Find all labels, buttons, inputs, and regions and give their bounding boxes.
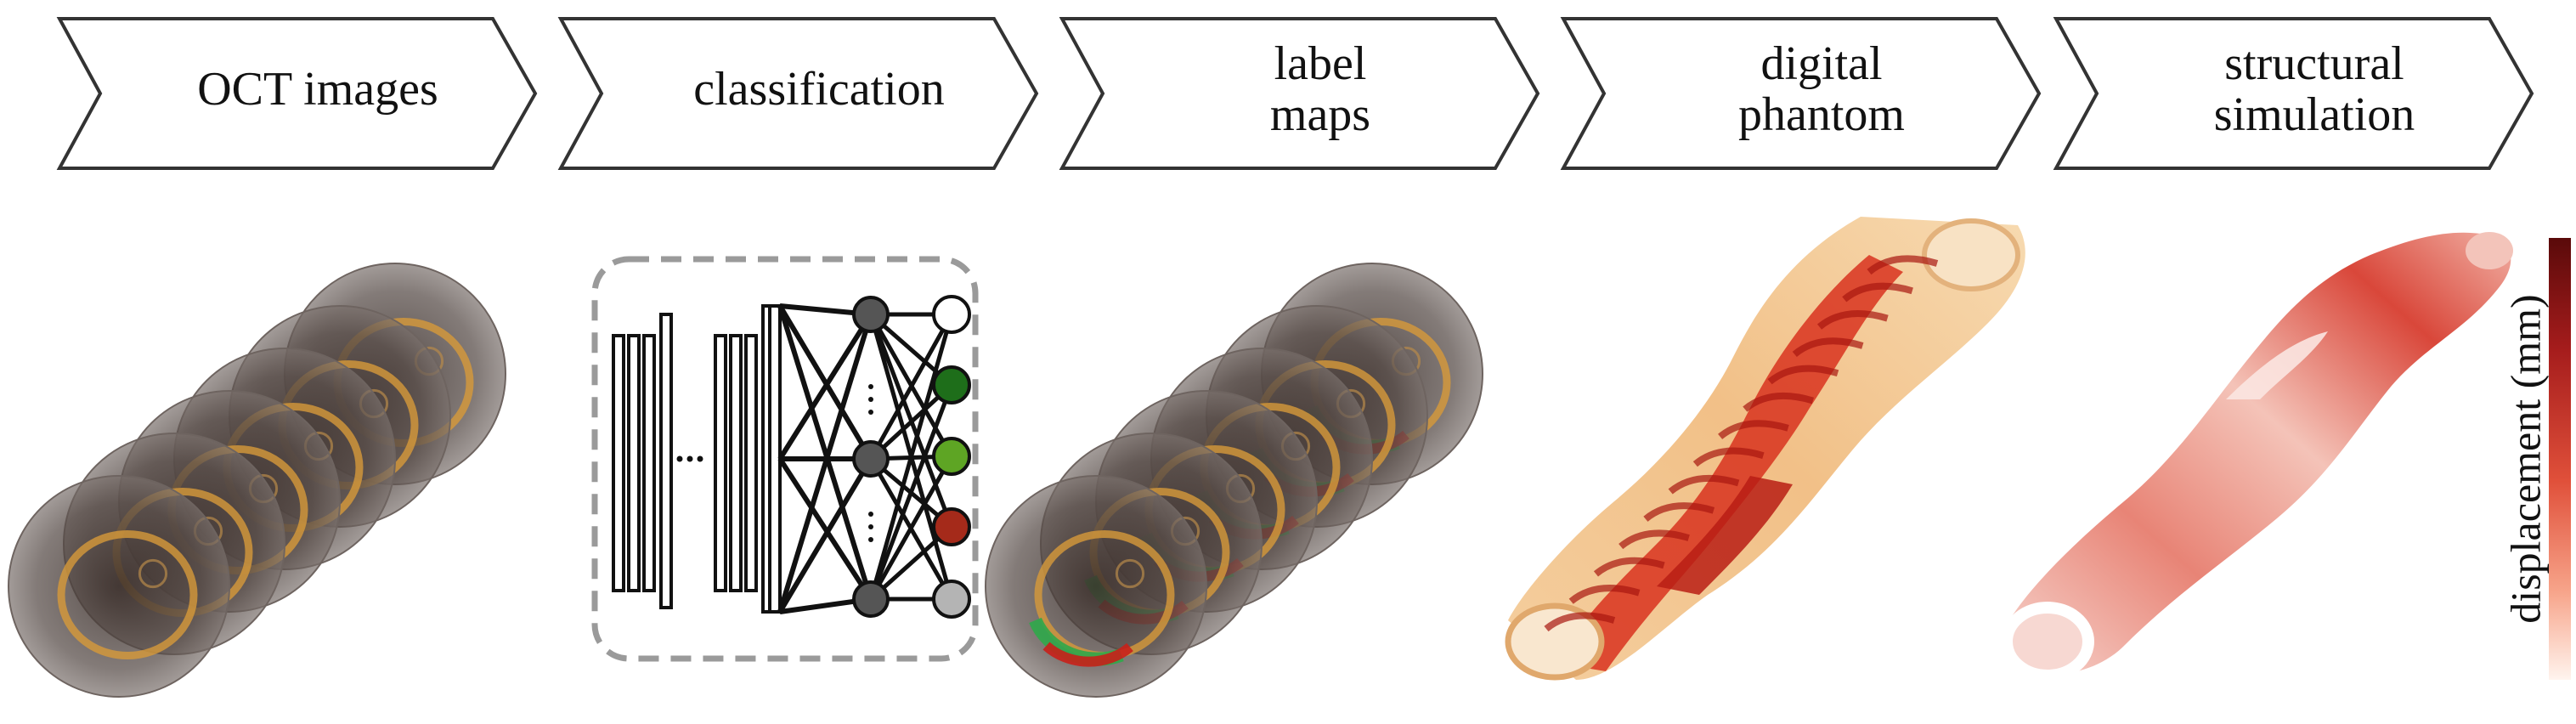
ellipsis-dot [868, 410, 873, 415]
chevron-arrow-icon [1560, 17, 2042, 170]
stage-label-line: label [1274, 37, 1367, 90]
stage-label-line: maps [1270, 88, 1370, 141]
ellipsis-dot [686, 455, 693, 462]
network-ellipsis [676, 455, 703, 462]
oct-slice-stack [8, 263, 506, 698]
phantom-fold [1767, 365, 1839, 385]
output-class-node [932, 365, 971, 404]
conv-layer-bar [627, 334, 641, 592]
phantom-fold [1692, 447, 1765, 467]
edge [868, 384, 954, 600]
dense-layer-bar [768, 304, 782, 614]
phantom-fold [1792, 337, 1864, 358]
stage-label-line: OCT images [197, 63, 438, 116]
edge [868, 314, 954, 600]
label-red [1042, 642, 1133, 667]
edge [777, 457, 873, 614]
simulation-proximal-lumen [2001, 602, 2094, 682]
simulation-distal-end [2466, 232, 2513, 269]
phantom-fold [1718, 420, 1789, 440]
ellipsis-dot [868, 524, 873, 529]
stage-label-line: phantom [1738, 88, 1905, 141]
hidden-node [852, 440, 890, 478]
conv-layer-bar [729, 334, 743, 592]
output-class-node [932, 507, 971, 546]
conv-layer-bar [714, 334, 727, 592]
phantom-fold [1593, 557, 1665, 577]
label-map-stack [985, 263, 1483, 698]
phantom-fold [1867, 255, 1939, 275]
edge [868, 313, 954, 461]
slice [985, 475, 1207, 698]
conv-layer-bar [612, 334, 625, 592]
phantom-fold [1743, 392, 1814, 412]
hidden-node [852, 580, 890, 618]
hidden-node [852, 296, 890, 333]
stage-2: classification [557, 17, 1039, 170]
simulation-vessel [2009, 232, 2511, 675]
phantom-fold [1544, 612, 1616, 632]
edge [777, 313, 873, 461]
ellipsis-dot [868, 397, 873, 402]
conv-layer-bar [642, 334, 656, 592]
edge [868, 455, 954, 601]
output-class-node [932, 580, 971, 619]
ellipsis-dot [697, 455, 703, 462]
chevron-arrow-icon [1059, 17, 1540, 170]
slice [8, 475, 230, 698]
edge [777, 305, 873, 600]
ellipsis-dot [676, 455, 683, 462]
phantom-red-layer-2 [1657, 476, 1793, 595]
output-class-node [932, 437, 971, 476]
phantom-fold [1643, 502, 1715, 522]
stage-label-line: classification [693, 63, 944, 116]
chevron-arrow-icon [557, 17, 1039, 170]
conv-layer-bar [744, 334, 758, 592]
colorbar-label: displacement (mm) [2501, 294, 2549, 623]
vessel-ring [57, 530, 198, 659]
artery-simulation-3d [2001, 232, 2513, 682]
stage-label-line: simulation [2214, 88, 2415, 141]
phantom-fold [1668, 474, 1740, 495]
network-frame [591, 256, 979, 662]
conv-layer-bar [659, 313, 673, 609]
stage-label-line: structural [2224, 37, 2404, 90]
network-nodes [852, 295, 971, 619]
catheter-ring [138, 558, 168, 589]
stage-label-line: digital [1760, 37, 1882, 90]
ellipsis-dot [868, 537, 873, 542]
stage-1: OCT images [56, 17, 538, 170]
artery-phantom-3d [1505, 217, 2025, 681]
ellipsis-dot [868, 512, 873, 517]
ellipsis-dot [868, 384, 873, 389]
phantom-proximal-lumen [1505, 602, 1605, 681]
simulation-highlight [2226, 331, 2328, 399]
chevron-arrow-icon [2053, 17, 2534, 170]
chevron-arrow-icon [56, 17, 538, 170]
network-layers [612, 304, 775, 614]
phantom-distal-lumen [1922, 218, 2020, 291]
colorbar-gradient [2549, 238, 2571, 680]
catheter-ring [1115, 558, 1145, 589]
phantom-red-layer [1555, 255, 1903, 671]
edge [777, 314, 873, 613]
displacement-colorbar: displacement (mm) [2501, 238, 2571, 680]
phantom-fold [1842, 282, 1913, 303]
edge [777, 457, 873, 601]
phantom-fold [1568, 585, 1641, 604]
phantom-fold [1618, 529, 1690, 550]
neural-network-schematic [591, 256, 979, 662]
phantom-fold [1816, 310, 1889, 330]
output-class-node [932, 295, 971, 334]
